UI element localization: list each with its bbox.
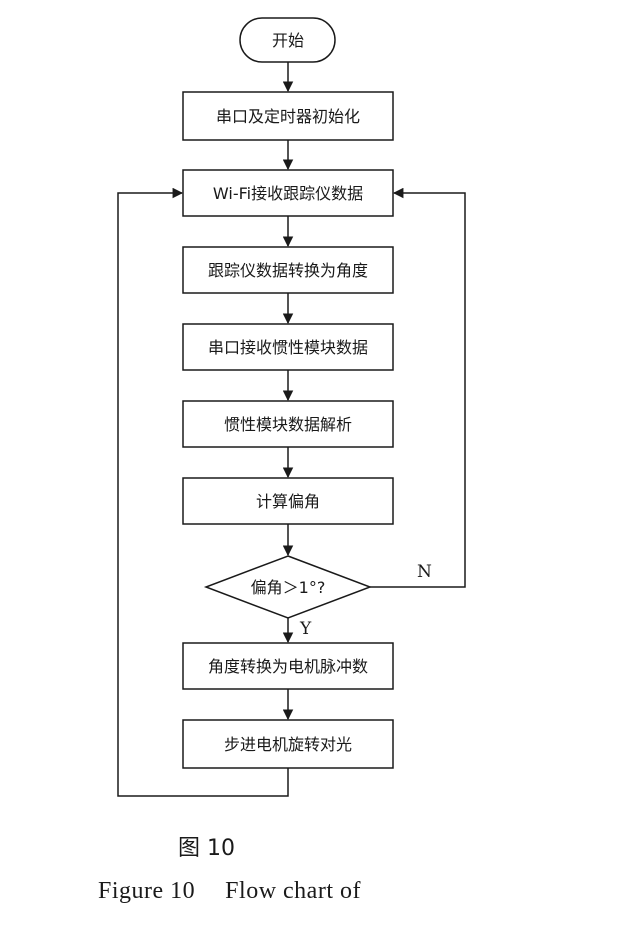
start-label: 开始 (272, 31, 304, 50)
step-label-compute-offset: 计算偏角 (256, 492, 320, 511)
decision-diamond: 偏角＞1°? (203, 555, 373, 619)
figure-caption-en: Figure 10 Flow chart of (98, 878, 624, 905)
step-label-init: 串口及定时器初始化 (216, 107, 360, 126)
step-label-parse-inertial: 惯性模块数据解析 (224, 415, 352, 434)
step-box-wifi-receive: Wi-Fi接收跟踪仪数据 (182, 169, 394, 217)
step-box-parse-inertial: 惯性模块数据解析 (182, 400, 394, 448)
step-label-serial-receive: 串口接收惯性模块数据 (208, 338, 368, 357)
flowchart-diagram: 开始 串口及定时器初始化 Wi-Fi接收跟踪仪数据 跟踪仪数据转换为角度 串口接… (117, 17, 466, 797)
decision-label: 偏角＞1°? (251, 578, 326, 597)
step-box-init: 串口及定时器初始化 (182, 91, 394, 141)
step-label-stepper-rotate: 步进电机旋转对光 (224, 735, 352, 754)
decision-yes-label: Y (299, 619, 312, 639)
figure-caption-en-text: Flow chart of (225, 878, 361, 904)
step-box-serial-receive: 串口接收惯性模块数据 (182, 323, 394, 371)
no-branch-loop (370, 187, 466, 588)
figure-caption-en-label: Figure 10 (98, 878, 196, 904)
step-box-stepper-rotate: 步进电机旋转对光 (182, 719, 394, 769)
step-label-angle-to-pulse: 角度转换为电机脉冲数 (208, 657, 368, 676)
figure-caption-cn: 图 10 (178, 836, 235, 861)
decision-no-label: N (417, 562, 432, 582)
step-box-convert-angle: 跟踪仪数据转换为角度 (182, 246, 394, 294)
step-box-angle-to-pulse: 角度转换为电机脉冲数 (182, 642, 394, 690)
step-box-compute-offset: 计算偏角 (182, 477, 394, 525)
step-label-convert-angle: 跟踪仪数据转换为角度 (208, 261, 368, 280)
main-loop-back (117, 187, 289, 797)
step-label-wifi-receive: Wi-Fi接收跟踪仪数据 (213, 184, 363, 203)
